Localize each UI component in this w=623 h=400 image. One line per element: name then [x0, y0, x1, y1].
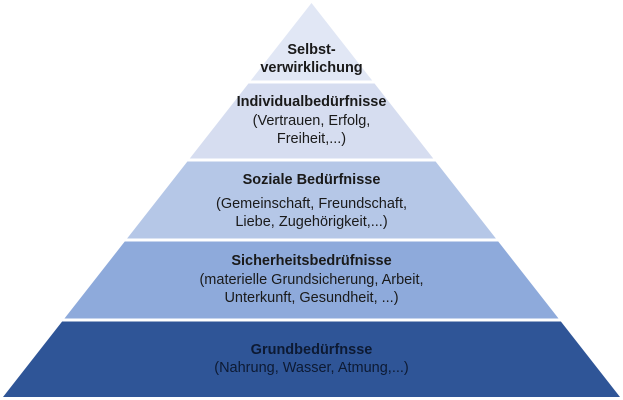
- layer-2-line2: Freiheit,...): [276, 131, 347, 147]
- layer-1-title-cont: verwirklichung: [260, 60, 363, 76]
- layer-4-line2: Unterkunft, Gesundheit, ...): [224, 290, 399, 306]
- layer-4-title: Sicherheitsbedrüfnisse: [231, 253, 392, 269]
- layer-3-line1: (Gemeinschaft, Freundschaft,: [216, 196, 407, 212]
- pyramid-layer-3: [127, 161, 496, 239]
- layer-5-title: Grundbedürfnsse: [250, 342, 373, 358]
- layer-3-title: Soziale Bedürfnisse: [242, 172, 381, 188]
- pyramid-layer-1: [250, 3, 373, 81]
- layer-4-line1: (materielle Grundsicherung, Arbeit,: [199, 272, 424, 288]
- pyramid-layer-2: [189, 83, 434, 159]
- layer-2-title: Individualbedürfnisse: [236, 94, 387, 110]
- pyramid-layer-4: [64, 241, 559, 319]
- layer-3-line2: Liebe, Zugehörigkeit,...): [235, 214, 388, 230]
- pyramid-layer-5: [3, 321, 620, 397]
- layer-5-line1: (Nahrung, Wasser, Atmung,...): [214, 360, 409, 376]
- layer-1-title: Selbst-: [287, 42, 336, 58]
- layer-2-line1: (Vertrauen, Erfolg,: [252, 113, 371, 129]
